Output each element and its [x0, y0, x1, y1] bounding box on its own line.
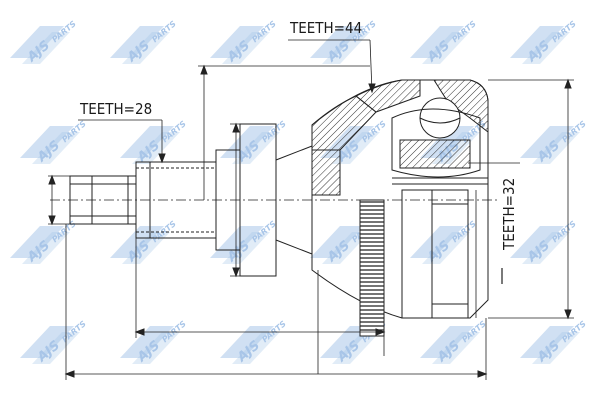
teeth-32-label: TEETH=32 — [500, 178, 518, 251]
teeth-28-label: TEETH=28 — [79, 100, 152, 118]
joint-ball — [419, 97, 461, 139]
joint-cage — [391, 108, 481, 178]
abs-tone-ring — [359, 199, 385, 337]
teeth-44-label: TEETH=44 — [289, 19, 362, 37]
